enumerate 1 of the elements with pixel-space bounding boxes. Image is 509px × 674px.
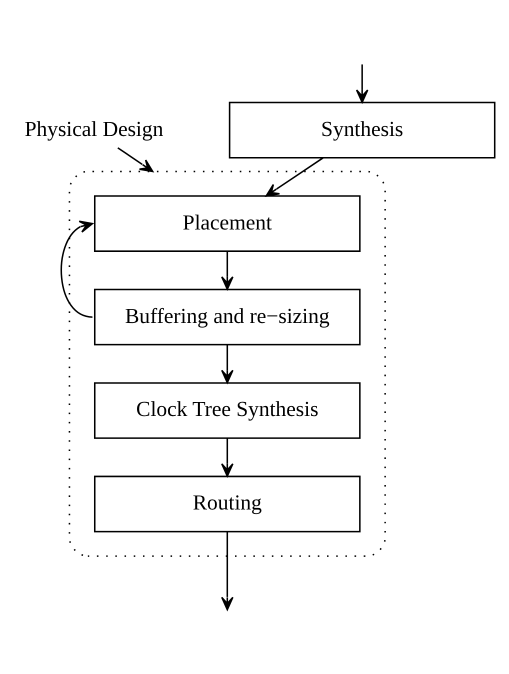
- node-text: Physical Design: [24, 116, 164, 141]
